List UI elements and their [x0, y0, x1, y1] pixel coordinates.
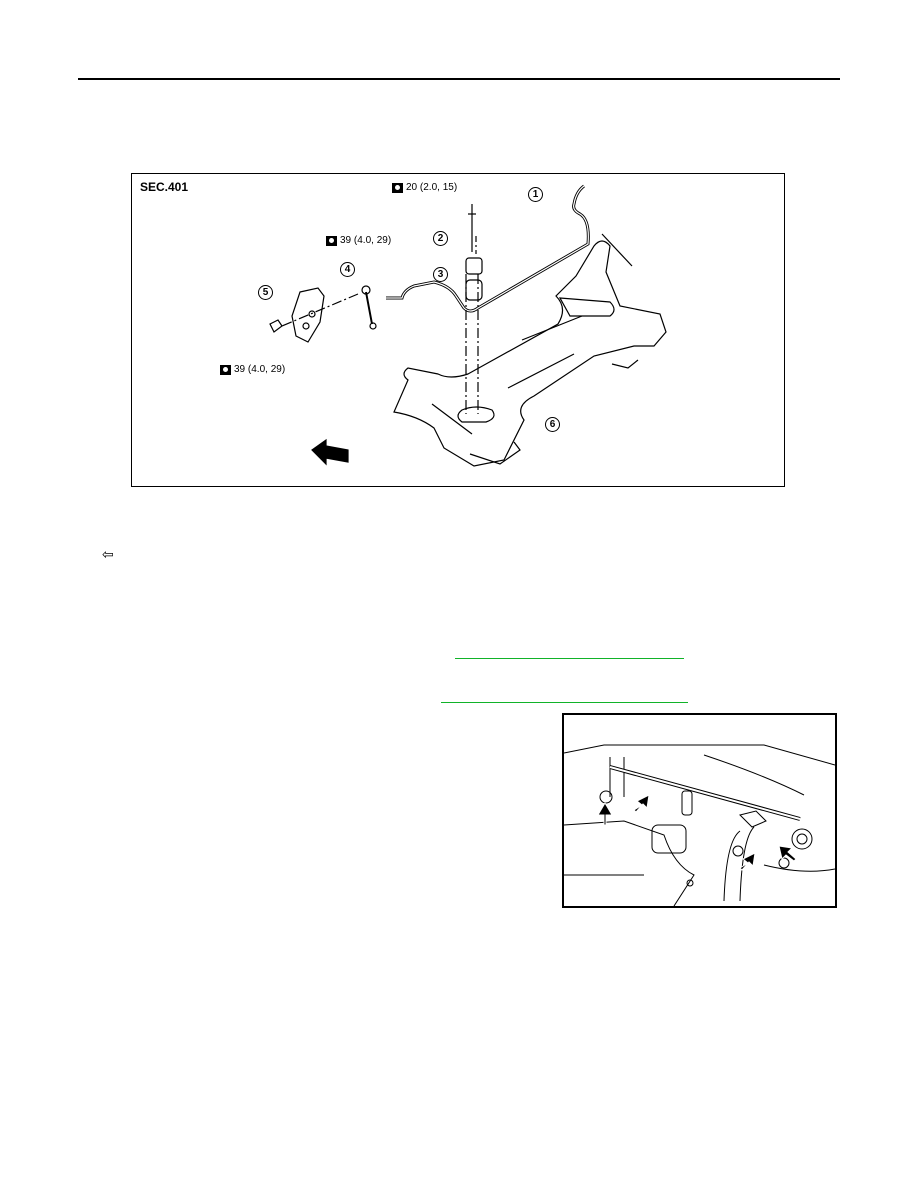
torque-spec-bracket-bolt: 20 (2.0, 15): [392, 182, 457, 193]
removal-photo-figure: [562, 713, 837, 908]
arrow-icon: [778, 845, 797, 862]
section-label: SEC.401: [140, 180, 189, 194]
vehicle-front-arrow-icon: ⇦: [102, 546, 114, 562]
photo-illustration: [564, 744, 835, 906]
arrow-icon: [739, 852, 756, 871]
reference-link-1[interactable]: [455, 658, 684, 659]
reference-link-2[interactable]: [441, 702, 688, 703]
torque-value: 39 (4.0, 29): [340, 235, 392, 246]
arrow-icon: [633, 794, 650, 813]
header-rule: [78, 78, 840, 80]
callout-6: 6: [545, 417, 560, 432]
callout-1: 1: [528, 187, 543, 202]
component-diagram: SEC.401 20 (2.0, 15) 39 (4.0, 29) 39 (4.…: [131, 173, 785, 487]
torque-spec-link-lower: 39 (4.0, 29): [220, 364, 285, 375]
callout-5: 5: [258, 285, 273, 300]
callout-2: 2: [433, 231, 448, 246]
torque-spec-link-upper: 39 (4.0, 29): [326, 235, 391, 246]
torque-wrench-icon: [326, 235, 337, 246]
torque-wrench-icon: [392, 182, 403, 193]
arrow-icon: [597, 802, 613, 826]
diagram-illustration: [269, 184, 667, 467]
torque-wrench-icon: [220, 364, 231, 375]
torque-value: 39 (4.0, 29): [234, 364, 286, 375]
callout-3: 3: [433, 267, 448, 282]
torque-value: 20 (2.0, 15): [406, 182, 458, 193]
callout-4: 4: [340, 262, 355, 277]
